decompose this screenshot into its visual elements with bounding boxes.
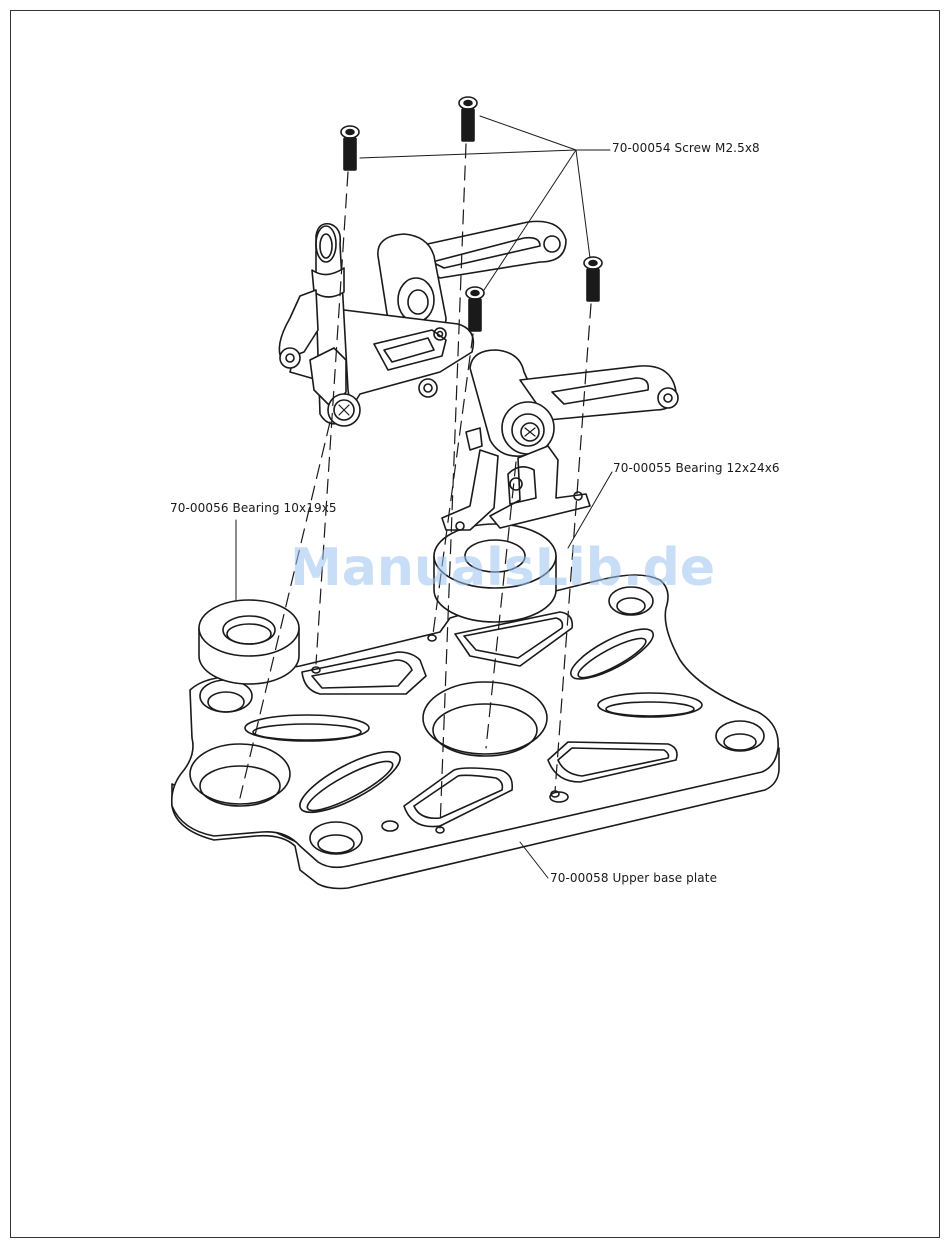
- rocker-arm-assembly: [279, 221, 678, 530]
- callout-base-plate: 70-00058 Upper base plate: [550, 871, 717, 885]
- screw-1: [341, 126, 359, 170]
- screws: [341, 97, 602, 331]
- screw-4: [466, 287, 484, 331]
- callout-bearing-small: 70-00056 Bearing 10x19x5: [170, 501, 337, 515]
- bearing-small: [199, 600, 299, 684]
- callout-bearing-large: 70-00055 Bearing 12x24x6: [613, 461, 780, 475]
- screw-3: [584, 257, 602, 301]
- screw-2: [459, 97, 477, 141]
- callout-screw: 70-00054 Screw M2.5x8: [612, 141, 760, 155]
- watermark: ManualsLib.de: [290, 538, 715, 598]
